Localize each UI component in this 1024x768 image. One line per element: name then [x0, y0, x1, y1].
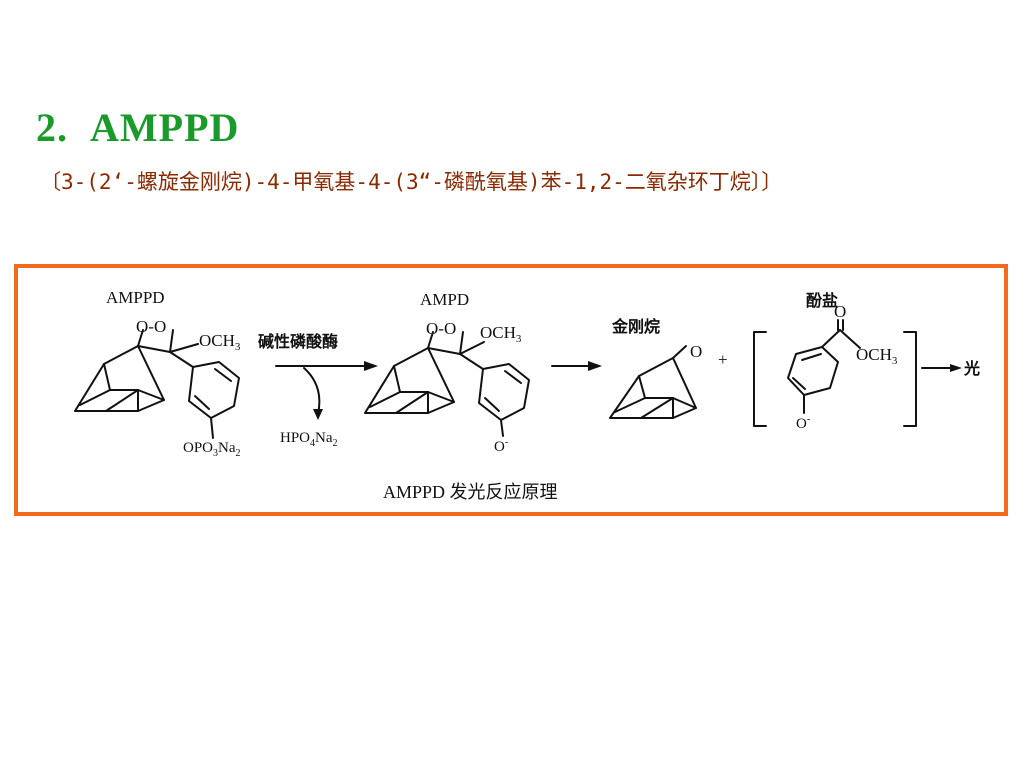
ampd-dioxetane-ring	[427, 331, 464, 355]
section-number: 2.	[36, 105, 68, 150]
iupac-name: 〔3-(2‘-螺旋金刚烷)-4-甲氧基-4-(3“-磷酰氧基)苯-1,2-二氧杂…	[40, 170, 783, 194]
reaction-scheme: AMPPD O-O OCH3 OPO3Na2 碱性磷酸酶	[74, 288, 980, 502]
enzyme-reagent: 碱性磷酸酶	[258, 332, 338, 351]
phenolate-benzene-ring	[787, 319, 861, 414]
ampd-adamantane-cage	[364, 347, 455, 414]
amppd-label: AMPPD	[106, 288, 165, 307]
light-label: 光	[963, 359, 980, 378]
scheme-caption: AMPPD 发光反应原理	[383, 482, 558, 502]
byproduct: HPO4Na2	[280, 430, 338, 449]
reaction-scheme-box: AMPPD O-O OCH3 OPO3Na2 碱性磷酸酶	[14, 264, 1008, 516]
ester-methoxy: OCH3	[856, 345, 898, 367]
carbonyl-oxygen: O	[834, 302, 846, 321]
step2-arrow	[551, 361, 602, 371]
amppd-dioxetane-ring	[137, 329, 174, 353]
adamantanone-cage	[609, 345, 697, 419]
amppd-adamantane-cage	[74, 345, 165, 412]
emission-arrow	[921, 364, 962, 372]
ampd-peroxide: O-O	[426, 319, 456, 338]
amppd-benzene-ring	[169, 351, 240, 439]
amppd-peroxide: O-O	[136, 317, 166, 336]
phenolate-anion: O-	[796, 414, 810, 432]
step1-arrow	[275, 361, 378, 420]
adamantanone-oxygen: O	[690, 342, 702, 361]
product-brackets	[753, 331, 917, 427]
ampd-anion: O-	[494, 437, 508, 455]
ampd-label: AMPD	[420, 290, 469, 309]
adamantanone-label: 金刚烷	[611, 317, 660, 336]
amppd-methoxy: OCH3	[199, 331, 241, 353]
title-text: AMPPD	[90, 105, 240, 150]
ampd-methoxy: OCH3	[480, 323, 522, 345]
ampd-benzene-ring	[459, 353, 530, 437]
plus-sign: +	[718, 350, 728, 369]
phenolate-label: 酚盐	[806, 291, 838, 310]
amppd-phosphate: OPO3Na2	[183, 440, 241, 459]
slide-title: 2. AMPPD	[36, 104, 239, 151]
